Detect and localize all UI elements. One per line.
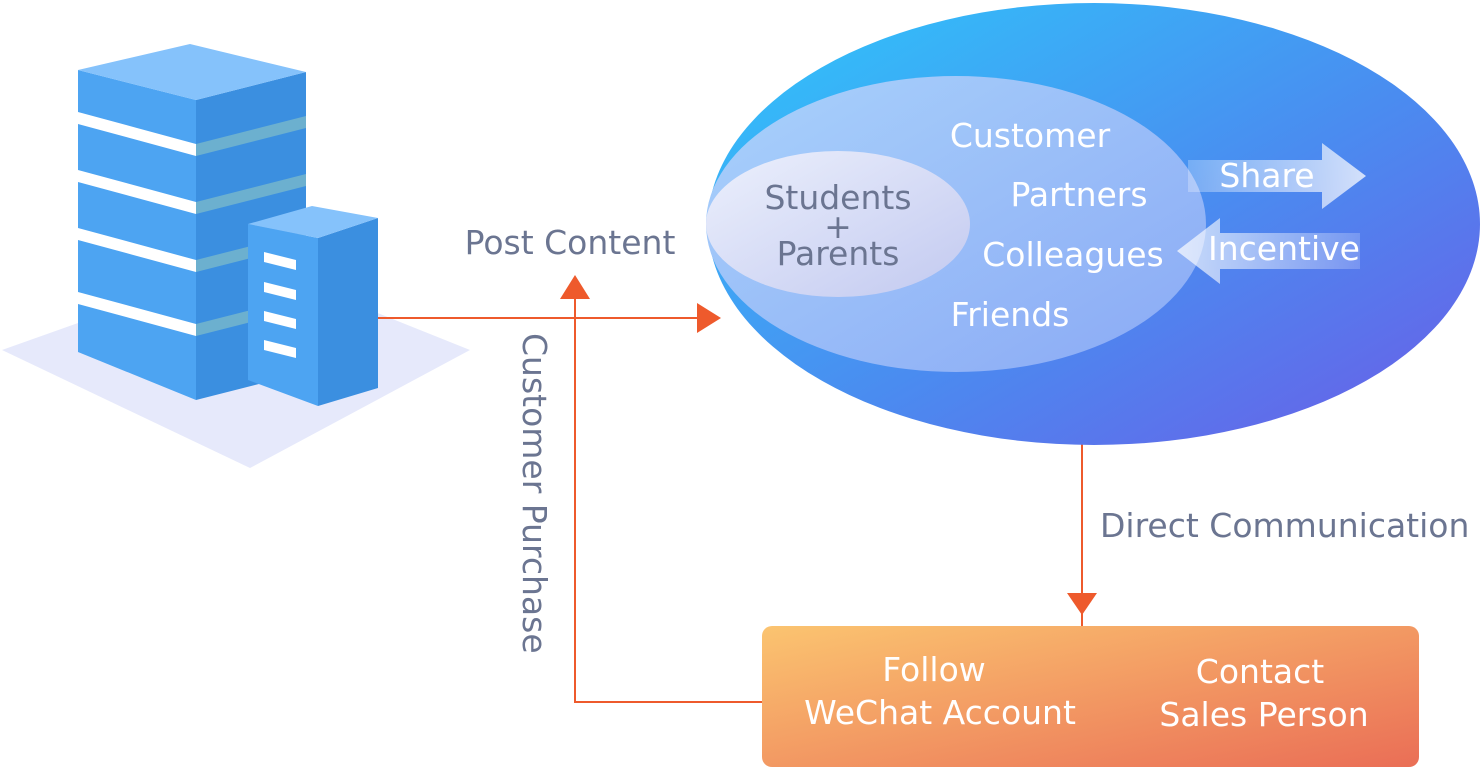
inner-group-line-3: Parents [777, 234, 900, 273]
share-label: Share [1219, 156, 1314, 195]
contact-label-line-2: Sales Person [1159, 695, 1368, 734]
tower-stripe-side [196, 116, 306, 156]
tower-top [78, 44, 306, 100]
inner-group-line-1: Students [764, 178, 911, 217]
direct-communication-label: Direct Communication [1100, 506, 1469, 545]
annex-side [318, 218, 378, 406]
tower-stripe-side [196, 174, 306, 214]
tower-stripe [78, 228, 196, 272]
arrowhead-up [560, 275, 590, 299]
annex-window [264, 282, 296, 300]
incentive-label: Incentive [1208, 229, 1360, 268]
arrowhead-down [1067, 593, 1097, 615]
customer-purchase-line [574, 294, 762, 703]
share-arrow-icon [1188, 143, 1366, 209]
students-parents-circle [706, 151, 970, 297]
follow-label-line-2: WeChat Account [804, 693, 1076, 732]
audience-customer: Customer [950, 116, 1111, 155]
annex-window [264, 340, 296, 358]
arrowhead-right [697, 303, 721, 333]
follow-label-line-1: Follow [882, 650, 986, 689]
annex-window [264, 252, 296, 270]
tower-stripe [78, 292, 196, 336]
tower-stripe [78, 112, 196, 156]
contact-label-line-1: Contact [1196, 652, 1324, 691]
action-box [762, 626, 1419, 767]
annex-window [264, 311, 296, 329]
post-content-label: Post Content [465, 223, 676, 262]
annex-front [248, 224, 318, 406]
audience-partners: Partners [1010, 175, 1147, 214]
building-icon [2, 44, 470, 468]
incentive-arrow-icon [1177, 218, 1360, 284]
audience-colleagues: Colleagues [982, 235, 1163, 274]
audience-friends: Friends [951, 295, 1070, 334]
annex-top [248, 206, 378, 238]
tower-stripe [78, 170, 196, 214]
customer-purchase-label: Customer Purchase [515, 333, 554, 654]
inner-group-line-2: + [824, 207, 852, 246]
